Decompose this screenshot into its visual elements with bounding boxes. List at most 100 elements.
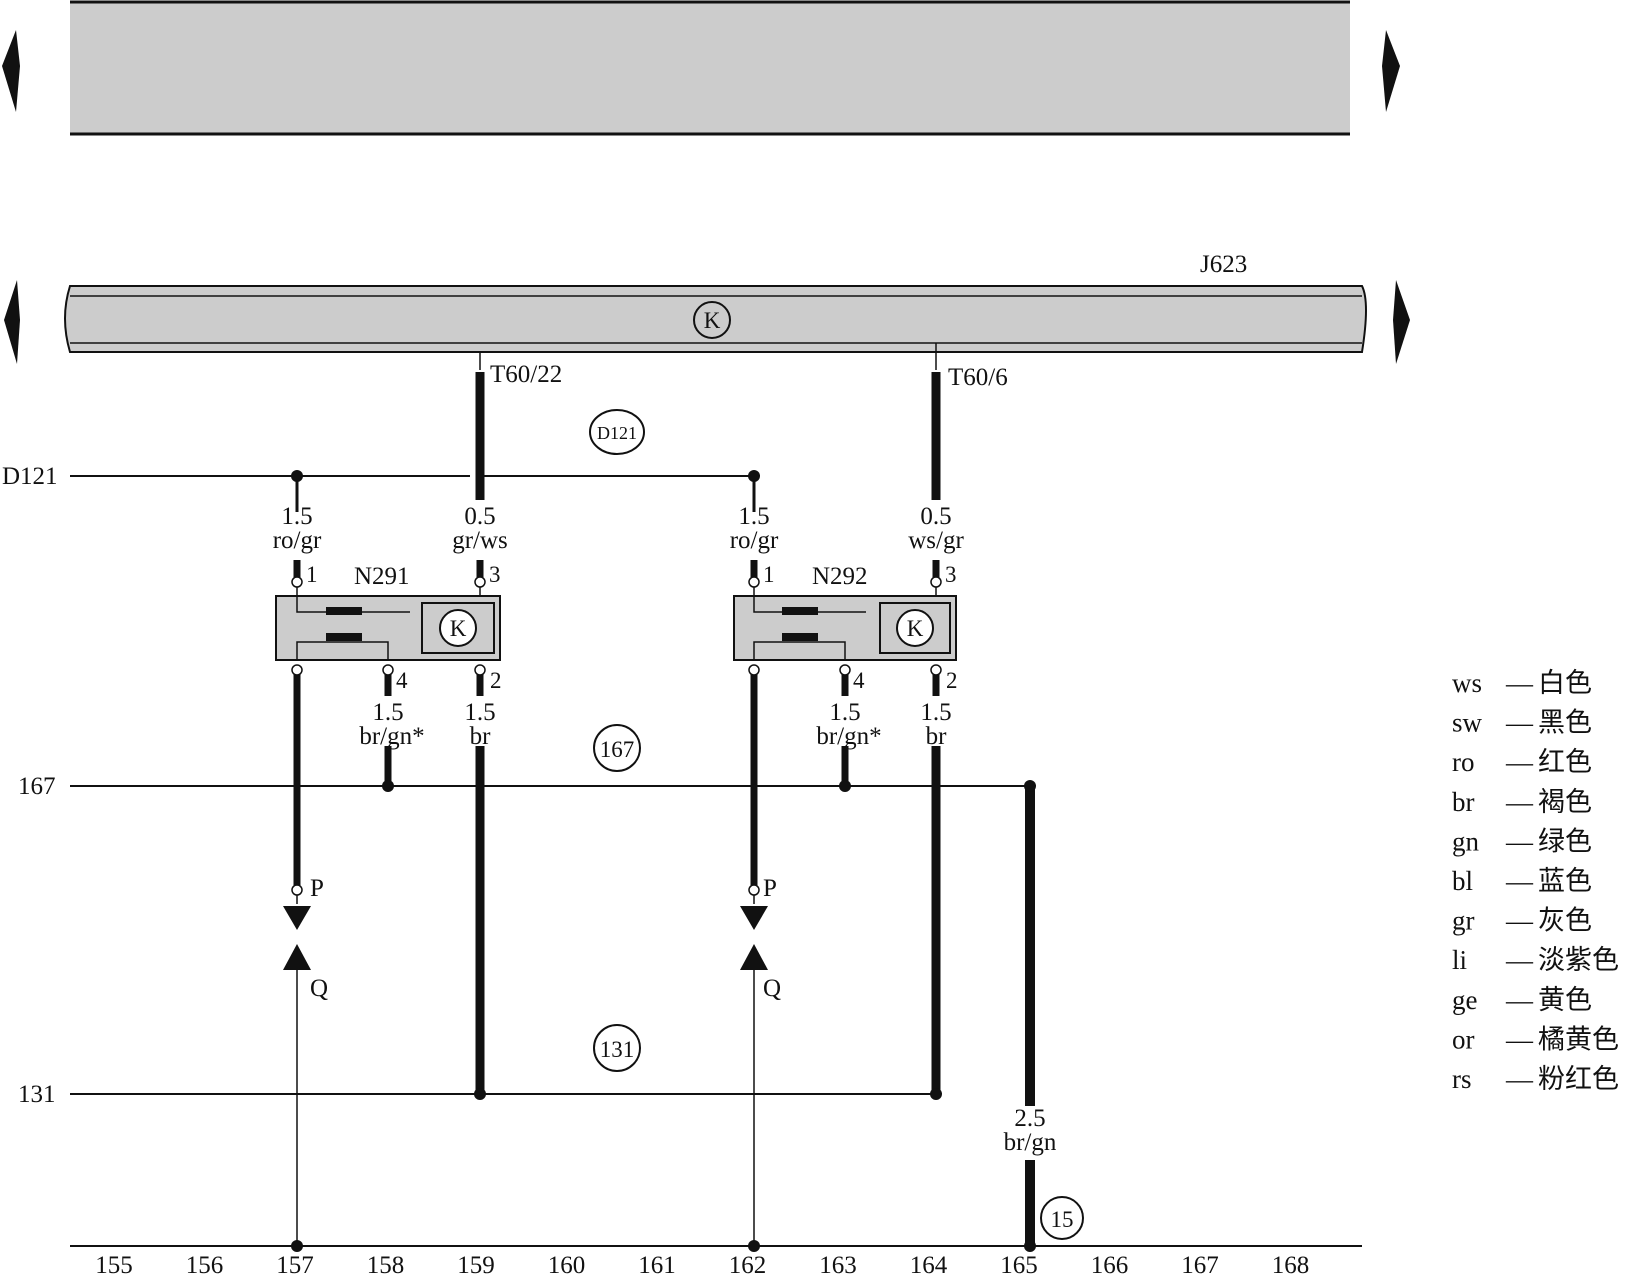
- ruler-number: 163: [819, 1252, 857, 1279]
- n291-label: N291: [354, 563, 410, 590]
- n292-connector-q: Q: [763, 975, 781, 1002]
- page-next-arrow-bar[interactable]: [1393, 280, 1410, 364]
- n291-wiring: [293, 352, 485, 1246]
- n292-pin2: 2: [946, 668, 958, 693]
- circle-ref-15: 15: [1040, 1196, 1084, 1240]
- legend-code: br: [1452, 787, 1475, 817]
- svg-text:15: 15: [1051, 1207, 1074, 1232]
- n291-symbol: K: [450, 616, 467, 641]
- n291-pin2: 2: [490, 668, 502, 693]
- n291-terminals: [291, 576, 486, 896]
- ruler-number: 164: [910, 1252, 948, 1279]
- wire-n292-pin4-size: 1.5: [829, 699, 860, 726]
- ruler-number: 165: [1000, 1252, 1038, 1279]
- connector-t60-22: T60/22: [490, 361, 562, 388]
- legend-dash: —: [1505, 1024, 1534, 1054]
- n292-pin1: 1: [763, 562, 775, 587]
- wire-n291-pin2-color: br: [470, 723, 492, 750]
- n291-connector-p: P: [310, 875, 324, 902]
- wire-n291-pin4-size: 1.5: [372, 699, 403, 726]
- wire-n291-pin3-color: gr/ws: [452, 527, 508, 554]
- wire-ground-size: 2.5: [1014, 1105, 1045, 1132]
- ruler-number: 168: [1272, 1252, 1310, 1279]
- ruler-number: 159: [457, 1252, 495, 1279]
- legend-code: ws: [1452, 668, 1482, 698]
- legend-name: 灰色: [1538, 906, 1592, 936]
- legend-dash: —: [1505, 985, 1534, 1015]
- svg-text:131: 131: [600, 1037, 635, 1062]
- n292-wiring: [750, 343, 1035, 1246]
- control-unit-bar: K: [64, 285, 1367, 353]
- legend-dash: —: [1505, 945, 1534, 975]
- wire-n291-pin1-color: ro/gr: [273, 527, 322, 554]
- line-label-d121: D121: [2, 463, 58, 490]
- wire-n292-pin3-size: 0.5: [920, 503, 951, 530]
- page-prev-arrow-bar[interactable]: [4, 280, 20, 364]
- legend-code: rs: [1452, 1064, 1472, 1094]
- legend-name: 绿色: [1538, 826, 1592, 856]
- n291-pin3: 3: [489, 562, 501, 587]
- n292-label: N292: [812, 563, 868, 590]
- wire-n292-pin1-color: ro/gr: [730, 527, 779, 554]
- legend-name: 褐色: [1538, 787, 1592, 817]
- color-legend: ws—白色sw—黑色ro—红色br—褐色gn—绿色bl—蓝色gr—灰色li—淡紫…: [1452, 668, 1619, 1094]
- legend-code: or: [1452, 1024, 1475, 1054]
- line-label-131: 131: [18, 1081, 56, 1108]
- legend-code: li: [1452, 945, 1467, 975]
- ruler-number: 162: [729, 1252, 767, 1279]
- page-next-arrow-top[interactable]: [1382, 30, 1400, 112]
- n292-valve-box: K: [733, 595, 957, 661]
- page-prev-arrow-top[interactable]: [2, 30, 20, 112]
- n292-pin4: 4: [853, 668, 865, 693]
- n291-dots: [291, 470, 486, 1252]
- svg-text:167: 167: [600, 737, 635, 762]
- horizontal-lines: [70, 475, 1362, 1247]
- legend-name: 淡紫色: [1538, 945, 1619, 975]
- circle-ref-167: 167: [593, 724, 641, 772]
- ruler-number: 156: [186, 1252, 224, 1279]
- connector-arrows: [283, 906, 768, 970]
- ruler-number: 167: [1181, 1252, 1219, 1279]
- legend-dash: —: [1505, 866, 1534, 896]
- wire-n292-pin2-color: br: [926, 723, 948, 750]
- legend-code: gr: [1452, 906, 1475, 936]
- control-unit-label: J623: [1200, 251, 1247, 278]
- n292-terminals: [748, 576, 942, 896]
- wire-n292-pin1-size: 1.5: [738, 503, 769, 530]
- n292-symbol: K: [907, 616, 924, 641]
- control-unit-symbol: K: [704, 308, 721, 333]
- connector-t60-6: T60/6: [948, 364, 1008, 391]
- wire-n291-pin1-size: 1.5: [281, 503, 312, 530]
- n291-connector-q: Q: [310, 975, 328, 1002]
- n291-pin4: 4: [396, 668, 408, 693]
- wire-n292-pin4-color: br/gn*: [816, 723, 881, 750]
- legend-dash: —: [1505, 787, 1534, 817]
- legend-dash: —: [1505, 1064, 1534, 1094]
- legend-name: 蓝色: [1538, 866, 1592, 896]
- ruler-number: 166: [1091, 1252, 1129, 1279]
- n291-valve-box: K: [275, 595, 501, 661]
- wire-ground-color: br/gn: [1004, 1129, 1057, 1156]
- legend-dash: —: [1505, 826, 1534, 856]
- n292-dots: [748, 470, 1036, 1252]
- wire-n291-pin4-color: br/gn*: [359, 723, 424, 750]
- n292-connector-p: P: [763, 875, 777, 902]
- legend-dash: —: [1505, 668, 1534, 698]
- legend-dash: —: [1505, 747, 1534, 777]
- top-band: [70, 0, 1350, 136]
- wire-n291-pin3-size: 0.5: [464, 503, 495, 530]
- legend-name: 黄色: [1538, 985, 1592, 1015]
- ruler-number: 160: [548, 1252, 586, 1279]
- legend-name: 橘黄色: [1538, 1024, 1619, 1054]
- wire-n292-pin2-size: 1.5: [920, 699, 951, 726]
- circle-ref-d121: D121: [589, 409, 645, 455]
- legend-name: 白色: [1538, 668, 1592, 698]
- legend-name: 红色: [1538, 747, 1592, 777]
- wire-n291-pin2-size: 1.5: [464, 699, 495, 726]
- wire-n292-pin3-color: ws/gr: [908, 527, 964, 554]
- legend-dash: —: [1505, 708, 1534, 738]
- legend-code: sw: [1452, 708, 1483, 738]
- legend-code: ge: [1452, 985, 1478, 1015]
